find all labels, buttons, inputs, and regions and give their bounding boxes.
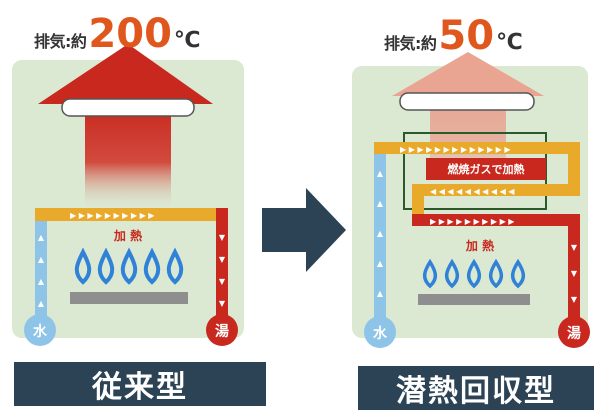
flame-icon [422, 258, 438, 289]
flame-icon [444, 258, 460, 289]
svg-text:▼: ▼ [219, 299, 226, 308]
svg-text:▲: ▲ [38, 255, 45, 264]
flame-icon [120, 247, 138, 285]
conventional-burner [70, 292, 188, 304]
svg-text:▲: ▲ [377, 169, 384, 178]
latent-flames [422, 258, 526, 289]
conventional-exhaust-unit: ℃ [173, 28, 201, 53]
svg-text:▲: ▲ [377, 259, 384, 268]
flame-icon [166, 247, 184, 285]
latent-recovery-pipe: ▶ ▶ ▶ ▶ ▶ ▶ ▶ ▶ ▶ ▶ ▶ ▶ ▶ ◀ ◀ ◀ ◀ ◀ ◀ ◀ … [374, 142, 580, 220]
conventional-hot-label: 湯 [215, 323, 229, 340]
latent-hot-label: 湯 [567, 325, 581, 342]
latent-exchanger-label-box [426, 158, 546, 180]
conventional-panel: ▲ ▲ ▲ ▲ ▶ ▶ ▶ ▶ ▶ ▶ ▶ ▶ ▶ ▶ ▼ ▼ ▼ ▼ 加 熱 [12, 44, 244, 346]
latent-exhaust-unit: ℃ [496, 30, 523, 55]
latent-exhaust-prefix: 排気:約 [384, 34, 437, 53]
latent-caption: 潜熱回収型 [358, 366, 594, 410]
conventional-flue [61, 98, 195, 117]
latent-burner [418, 294, 530, 305]
conventional-exhaust-prefix: 排気:約 [34, 32, 87, 51]
flame-icon [488, 258, 504, 289]
svg-text:▼: ▼ [571, 295, 578, 304]
latent-water-badge [364, 316, 396, 348]
latent-hot-pipe: ▶ ▶ ▶ ▶ ▶ ▶ ▶ ▶ ▶ ▶ ▼ ▼ ▼ [412, 214, 580, 324]
conventional-water-badge [24, 314, 56, 346]
latent-panel: ▲ ▲ ▲ ▲ ▲ ▶ ▶ ▶ ▶ ▶ ▶ ▶ ▶ ▶ ▶ ▶ ▶ ▶ ◀ ◀ … [352, 52, 590, 348]
conventional-hot-pipe: ▼ ▼ ▼ ▼ [216, 208, 228, 326]
flame-icon [466, 258, 482, 289]
conventional-heating-pipe: ▶ ▶ ▶ ▶ ▶ ▶ ▶ ▶ ▶ ▶ [35, 208, 227, 221]
conventional-water-label: 水 [33, 323, 48, 340]
conventional-exhaust-label: 排気:約 200 ℃ [34, 14, 201, 54]
latent-heat-label: 加 熱 [465, 238, 494, 253]
svg-text:▼: ▼ [219, 277, 226, 286]
latent-exhaust-temp: 50 [438, 13, 495, 59]
latent-exchanger-label: 燃焼ガスで加熱 [447, 162, 525, 176]
conventional-flames [74, 247, 184, 285]
svg-text:▲: ▲ [38, 299, 45, 308]
conventional-caption: 従来型 [14, 362, 266, 406]
svg-text:▶ ▶ ▶ ▶ ▶ ▶ ▶ ▶ ▶ ▶: ▶ ▶ ▶ ▶ ▶ ▶ ▶ ▶ ▶ ▶ [70, 211, 155, 220]
flame-icon [510, 258, 526, 289]
svg-text:▲: ▲ [377, 289, 384, 298]
latent-hot-badge [558, 316, 590, 348]
svg-text:◀ ◀ ◀ ◀ ◀ ◀ ◀ ◀ ◀ ◀: ◀ ◀ ◀ ◀ ◀ ◀ ◀ ◀ ◀ ◀ [430, 187, 515, 196]
latent-flue [399, 92, 535, 111]
svg-text:▼: ▼ [219, 255, 226, 264]
svg-text:▲: ▲ [38, 233, 45, 242]
svg-text:▶ ▶ ▶ ▶ ▶ ▶ ▶ ▶ ▶ ▶ ▶ ▶ ▶: ▶ ▶ ▶ ▶ ▶ ▶ ▶ ▶ ▶ ▶ ▶ ▶ ▶ [400, 145, 511, 154]
conventional-hot-badge [206, 314, 238, 346]
latent-water-label: 水 [373, 325, 388, 342]
flame-icon [74, 247, 92, 285]
latent-exhaust-label: 排気:約 50 ℃ [384, 16, 523, 56]
flame-icon [143, 247, 161, 285]
conventional-exhaust-temp: 200 [88, 11, 172, 57]
svg-text:▲: ▲ [38, 277, 45, 286]
svg-text:▼: ▼ [219, 233, 226, 242]
svg-text:▲: ▲ [377, 199, 384, 208]
conventional-exhaust-arrow [38, 44, 213, 210]
svg-text:▲: ▲ [377, 229, 384, 238]
flame-icon [97, 247, 115, 285]
svg-text:▼: ▼ [571, 243, 578, 252]
conventional-cold-pipe: ▲ ▲ ▲ ▲ [35, 216, 47, 326]
transition-arrow-icon [262, 188, 346, 272]
svg-text:▶ ▶ ▶ ▶ ▶ ▶ ▶ ▶ ▶ ▶: ▶ ▶ ▶ ▶ ▶ ▶ ▶ ▶ ▶ ▶ [430, 217, 515, 226]
conventional-heat-label: 加 熱 [113, 228, 142, 243]
svg-text:▼: ▼ [571, 269, 578, 278]
latent-cold-pipe: ▲ ▲ ▲ ▲ ▲ [374, 146, 386, 324]
